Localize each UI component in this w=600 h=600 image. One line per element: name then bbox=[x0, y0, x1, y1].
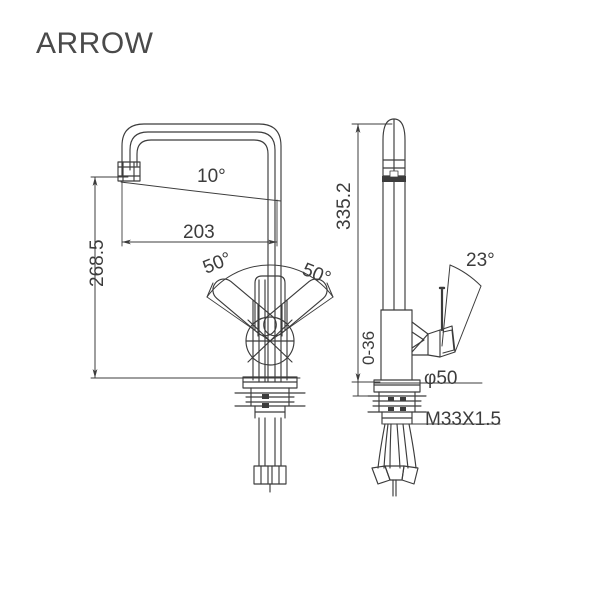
side-view-geometry bbox=[367, 118, 456, 497]
dim-label-overall-height: 268.5 bbox=[87, 239, 108, 287]
dim-label-base-diameter: φ50 bbox=[424, 368, 457, 389]
dim-label-spout-reach: 203 bbox=[183, 222, 215, 243]
dim-lever-angle bbox=[438, 264, 482, 353]
dim-label-total-height: 335.2 bbox=[334, 182, 355, 230]
dim-spout-reach bbox=[121, 181, 278, 247]
dim-deck-thickness bbox=[352, 381, 381, 397]
dim-label-spout-angle: 10° bbox=[197, 166, 226, 187]
dim-spout-angle bbox=[120, 181, 282, 211]
brand-logo-text: ARROW bbox=[36, 27, 154, 60]
dim-label-lever-angle: 23° bbox=[466, 250, 495, 271]
dim-overall-height bbox=[90, 176, 301, 379]
dim-label-deck-thickness: 0-36 bbox=[359, 331, 378, 365]
dim-label-thread-spec: M33X1.5 bbox=[425, 409, 501, 430]
front-view-geometry bbox=[117, 123, 328, 493]
dim-label-handle-swing-left: 50° bbox=[200, 248, 235, 278]
dim-handle-swing bbox=[206, 264, 334, 342]
